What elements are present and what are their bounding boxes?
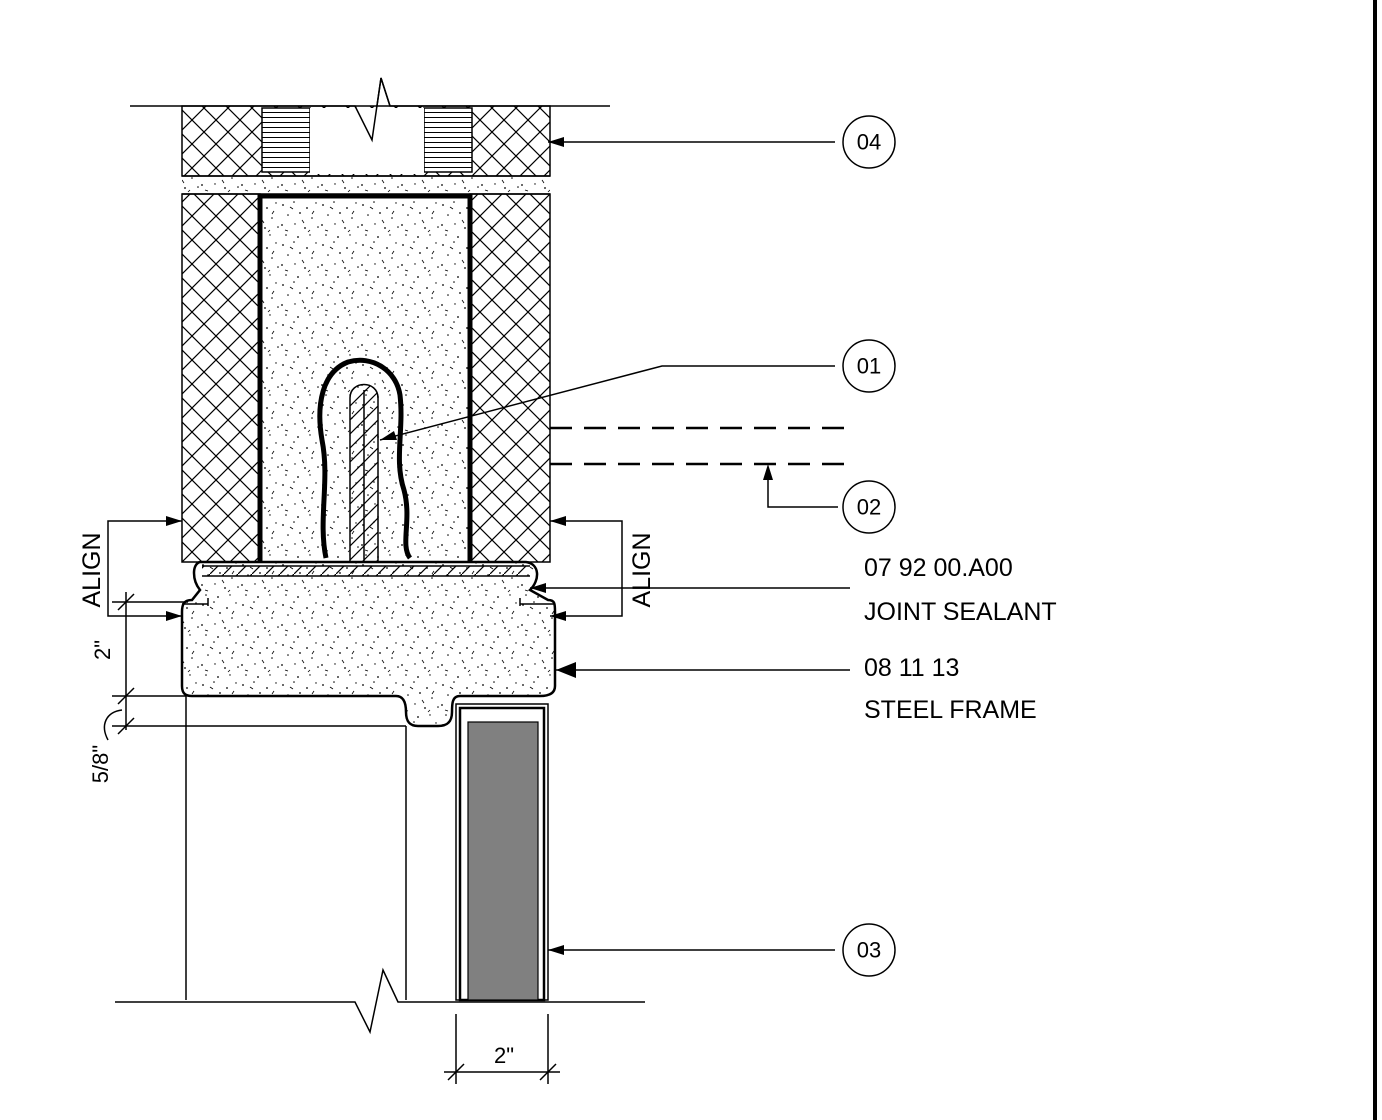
align-left-label: ALIGN (78, 532, 106, 607)
joint-compound-band (182, 175, 550, 195)
vertical-dimensions (103, 592, 406, 741)
dim-2in-horizontal: 2" (494, 1043, 514, 1068)
steel-stud (455, 703, 549, 1002)
sealant-name: JOINT SEALANT (864, 598, 1057, 626)
align-dimension-left (107, 516, 182, 621)
callout-04-label: 04 (857, 130, 881, 155)
frame-code: 08 11 13 (864, 654, 959, 682)
wall-gypsum-layers (181, 193, 551, 563)
callout-02: 02 (842, 480, 896, 534)
callout-04: 04 (842, 115, 896, 169)
dim-5-8in: 5/8" (88, 745, 113, 783)
lower-wall (185, 696, 407, 1000)
top-gypsum-strip (181, 77, 551, 177)
callout-02-label: 02 (857, 495, 881, 520)
align-right-label: ALIGN (628, 532, 656, 607)
callout-03-label: 03 (857, 938, 881, 963)
bottom-break-line (115, 967, 645, 1035)
callout-01-label: 01 (857, 354, 881, 379)
wall-core-grout (257, 193, 473, 562)
dashed-reference-lines (550, 426, 850, 466)
sealant-code: 07 92 00.A00 (864, 554, 1013, 582)
align-dimension-right (550, 516, 623, 621)
horizontal-dimension (444, 1014, 560, 1084)
dim-2in-vertical: 2" (90, 640, 115, 660)
steel-frame-profile (180, 560, 557, 728)
callout-01: 01 (842, 339, 896, 393)
frame-name: STEEL FRAME (864, 696, 1037, 724)
callout-03: 03 (842, 923, 896, 977)
anchor-strap (317, 357, 413, 572)
leader-lines (379, 137, 850, 955)
